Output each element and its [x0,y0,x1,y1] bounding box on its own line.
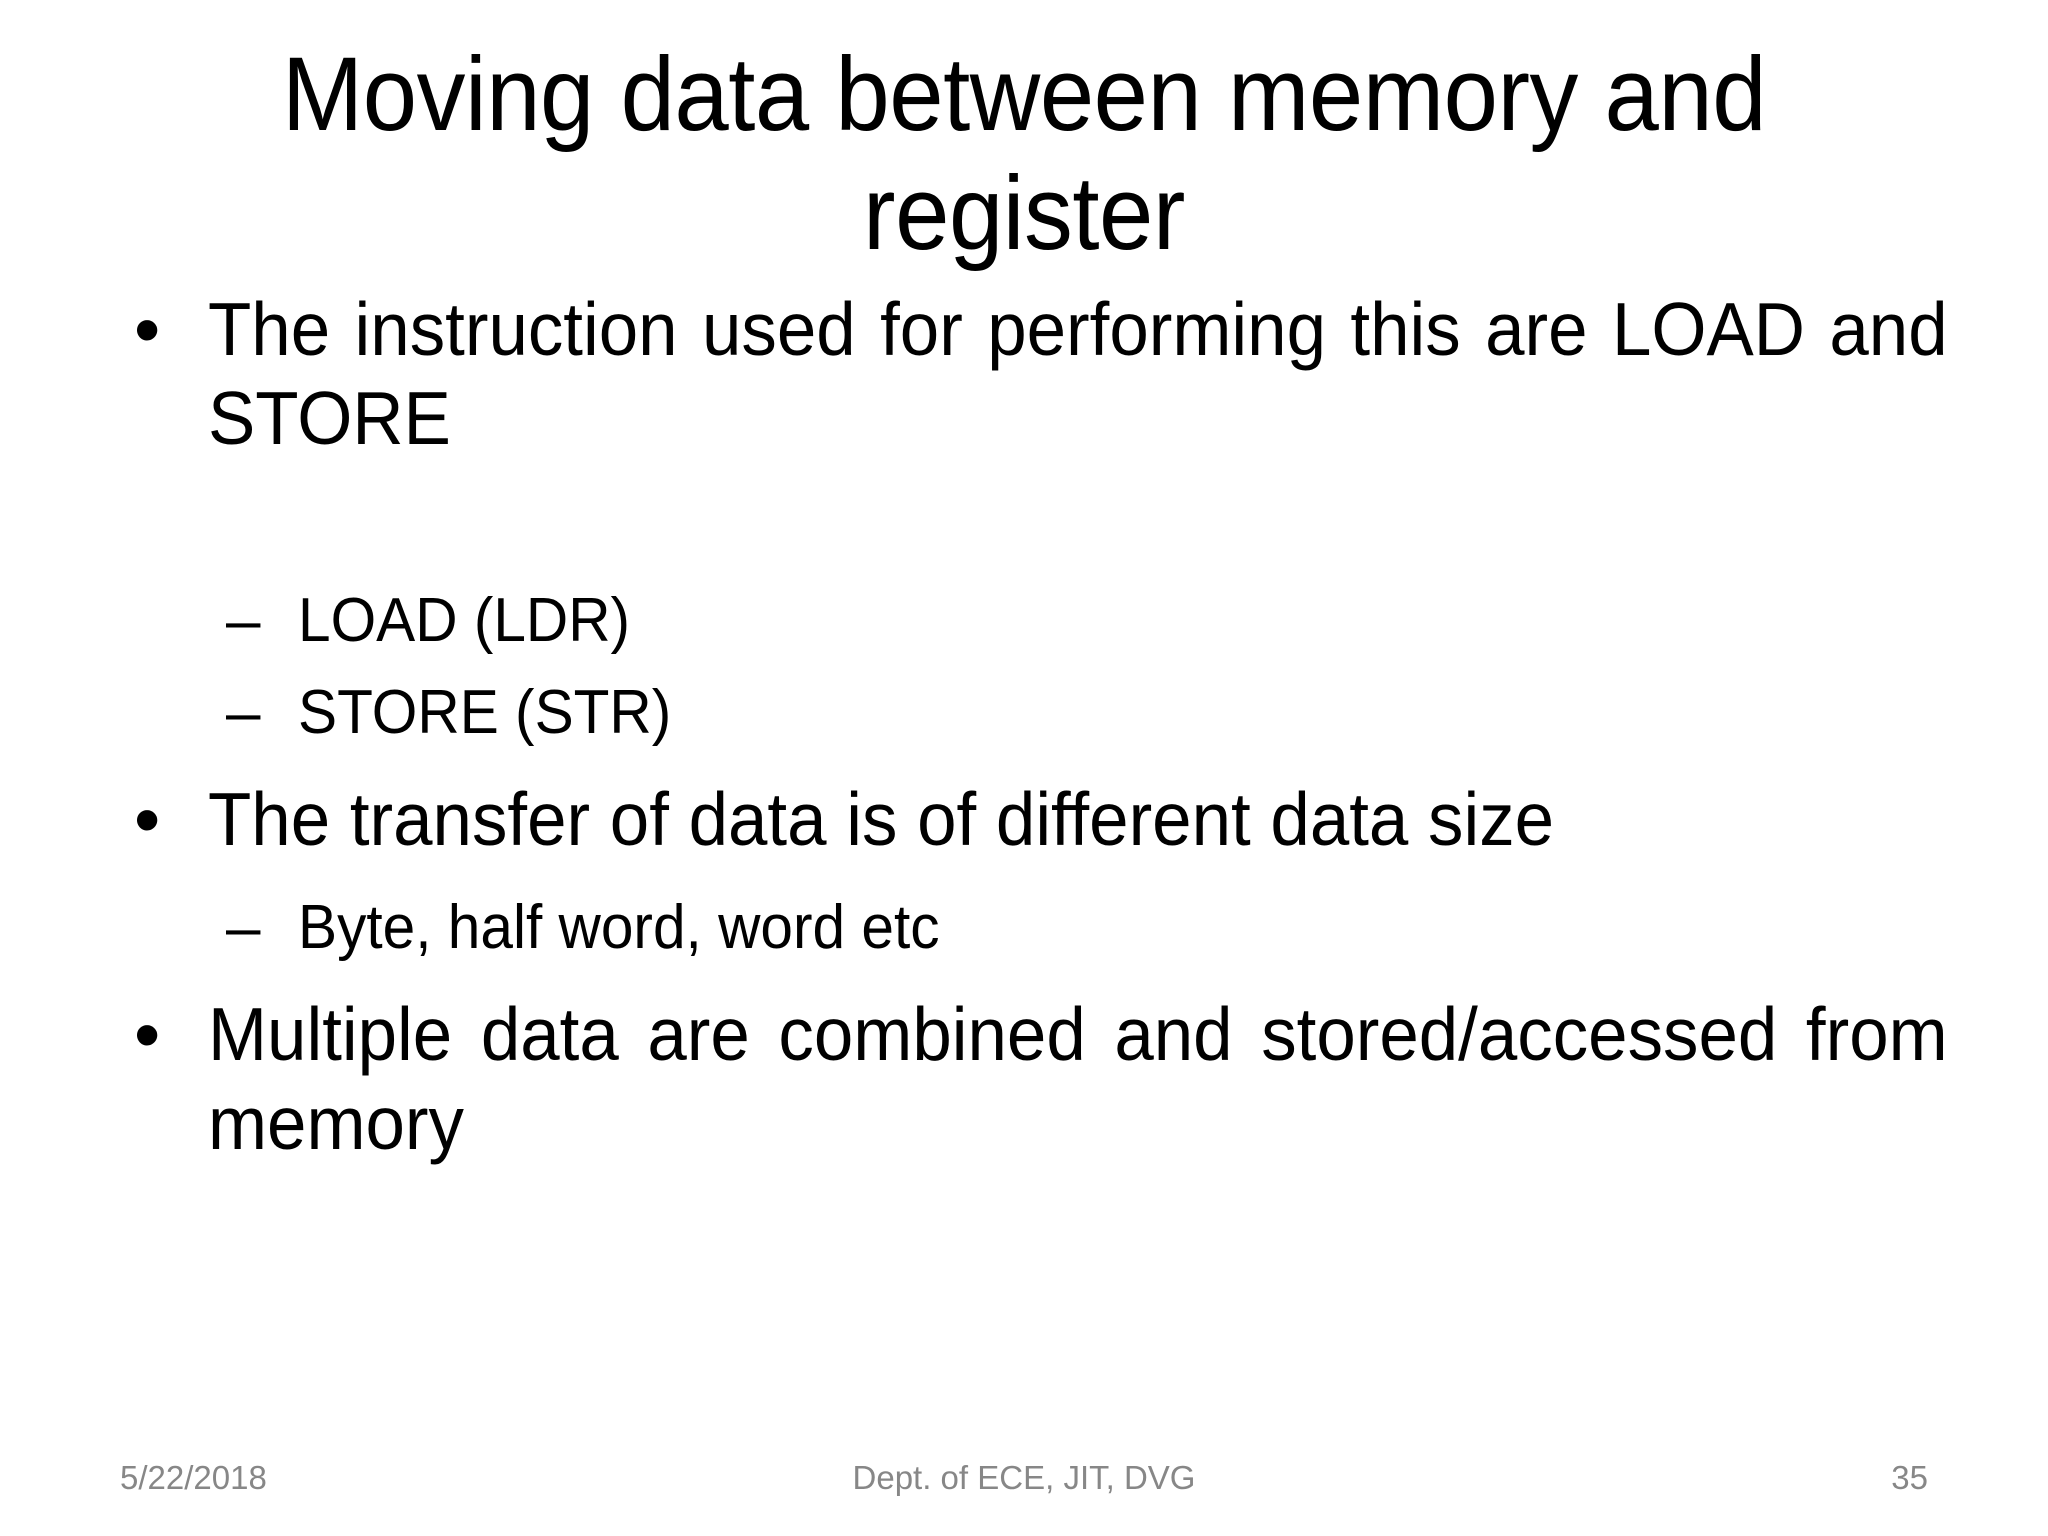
bullet-level2-item: – STORE (STR) [128,669,1948,757]
bullet-dash-icon: – [226,677,261,747]
bullet-text: Byte, half word, word etc [298,893,940,963]
slide-title-line-1: Moving data between memory and [281,36,1767,153]
bullet-level1-item: • The transfer of data is of different d… [128,775,1948,864]
bullet-text: STORE (STR) [298,677,672,747]
slide-title: Moving data between memory and register [128,36,1920,273]
bullet-text: Multiple data are combined and stored/ac… [208,992,1948,1166]
bullet-text: LOAD (LDR) [298,585,631,655]
bullet-dot-icon: • [134,287,161,371]
footer-date: 5/22/2018 [120,1459,267,1496]
bullet-level1-item: • The instruction used for performing th… [128,285,1948,553]
bullet-dash-icon: – [226,893,261,963]
bullet-dot-icon: • [134,992,161,1077]
spacer [128,870,1948,884]
bullet-text: The transfer of data is of different dat… [208,776,1555,861]
bullet-level2-item: – Byte, half word, word etc [128,884,1948,972]
footer-department: Dept. of ECE, JIT, DVG [852,1459,1196,1496]
slide-body: • The instruction used for performing th… [128,285,1948,1264]
bullet-text: The instruction used for performing this… [208,287,1948,461]
spacer [128,559,1948,577]
footer-page-number: 35 [1891,1459,1928,1496]
slide-footer: 5/22/2018 Dept. of ECE, JIT, DVG 35 [0,1448,2048,1508]
bullet-level2-item: – LOAD (LDR) [128,577,1948,665]
bullet-dot-icon: • [134,776,161,861]
spacer [128,761,1948,775]
slide-title-line-2: register [863,154,1185,272]
bullet-dash-icon: – [226,585,261,655]
bullet-level1-item: • Multiple data are combined and stored/… [128,990,1948,1258]
spacer [128,976,1948,990]
